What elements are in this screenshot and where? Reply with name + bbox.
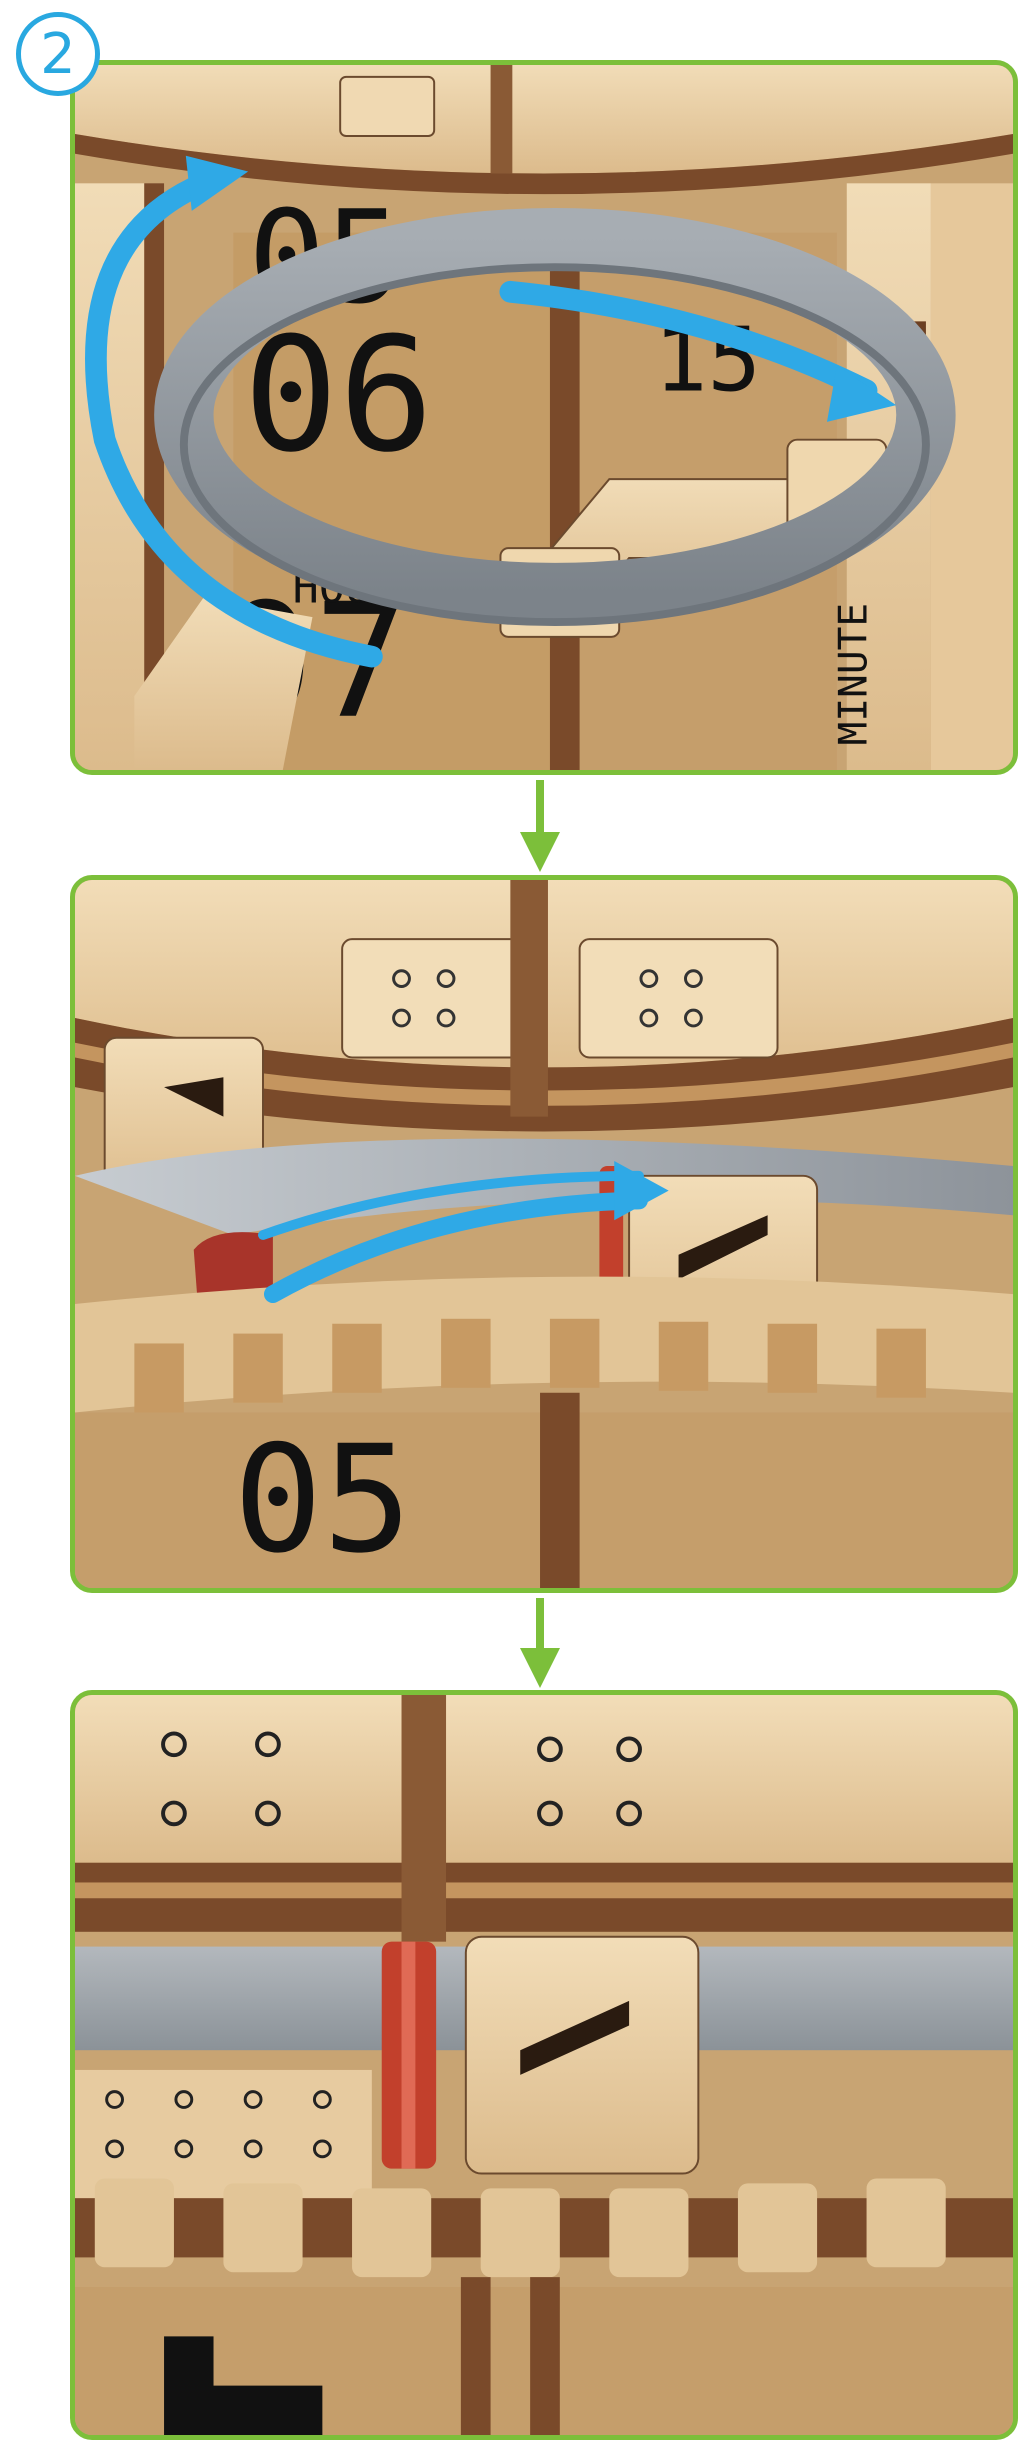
step-number-badge: 2 [16, 12, 100, 96]
panel-result [70, 1690, 1018, 2440]
panel-3-illustration [75, 1695, 1013, 2435]
panel-2-illustration: 05 [75, 880, 1013, 1588]
down-arrow-icon [520, 780, 560, 872]
panel-hook-band: 05 [70, 875, 1018, 1593]
minute-label: MINUTE [830, 603, 876, 745]
hour-digit: 05 [233, 1413, 412, 1586]
panel-1-illustration: 06 05 07 15 HOUR MINUTE [75, 65, 1013, 770]
panel-wrap-band: 06 05 07 15 HOUR MINUTE [70, 60, 1018, 775]
down-arrow-icon [520, 1598, 560, 1688]
